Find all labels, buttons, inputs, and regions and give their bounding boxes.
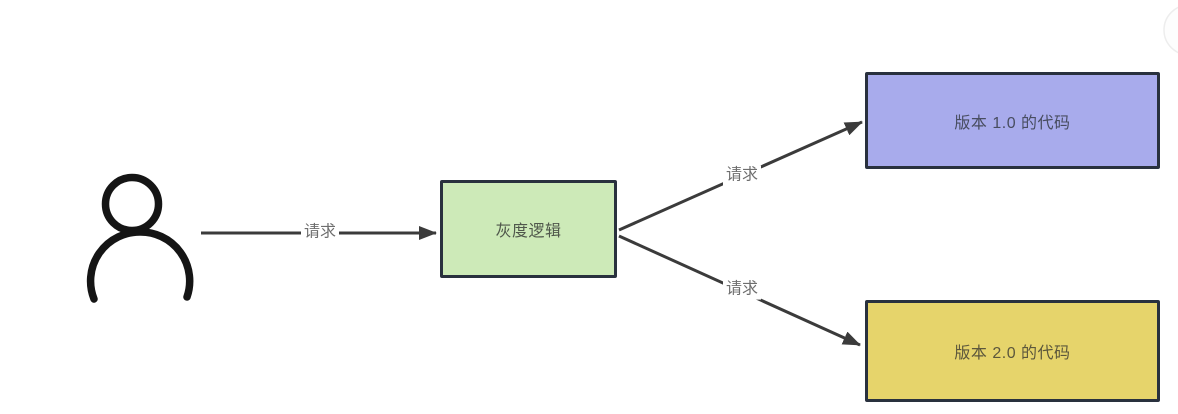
person-icon-body xyxy=(86,228,194,303)
node-version-2-label: 版本 2.0 的代码 xyxy=(954,345,1071,362)
node-gray-logic: 灰度逻辑 xyxy=(440,180,617,278)
edge-label-request-to-version-2: 请求 xyxy=(722,279,762,300)
node-version-1: 版本 1.0 的代码 xyxy=(865,72,1160,169)
edge-label-request-to-version-1: 请求 xyxy=(722,165,762,186)
person-icon xyxy=(86,173,194,303)
node-version-1-label: 版本 1.0 的代码 xyxy=(954,114,1071,132)
node-version-2: 版本 2.0 的代码 xyxy=(865,300,1160,402)
node-gray-logic-label: 灰度逻辑 xyxy=(495,223,562,240)
corner-circle-fragment xyxy=(1163,6,1178,54)
edge-label-user-request: 请求 xyxy=(300,222,340,243)
person-icon-head xyxy=(101,173,163,235)
